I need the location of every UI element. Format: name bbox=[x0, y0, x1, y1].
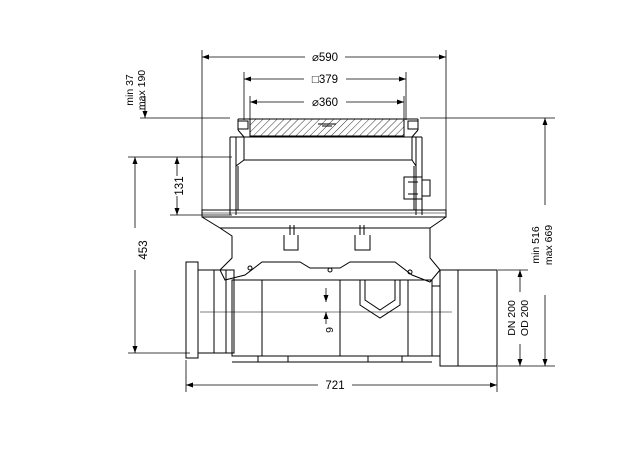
bottom-dimension-lines bbox=[185, 360, 498, 392]
dim-top-range-min: min 37 bbox=[124, 74, 136, 106]
dim-total-min: min 516 bbox=[530, 226, 542, 264]
dim-offset-9: 9 bbox=[324, 327, 336, 333]
dim-length-721: 721 bbox=[325, 380, 344, 392]
dim-pipe-dn: DN 200 bbox=[506, 300, 518, 336]
dim-inner-diameter: ⌀360 bbox=[312, 97, 338, 109]
dim-height-131: 131 bbox=[174, 176, 186, 195]
outlet-pipe-right bbox=[431, 269, 498, 367]
gully-body bbox=[219, 225, 441, 363]
dim-square-size: □379 bbox=[312, 74, 338, 86]
left-dimension-lines bbox=[128, 156, 232, 354]
right-dimension-lines bbox=[420, 117, 555, 367]
top-range-dimension bbox=[140, 96, 230, 119]
dim-total-max: max 669 bbox=[543, 225, 555, 265]
cover-grate bbox=[237, 118, 419, 138]
dim-top-range-max: max 190 bbox=[136, 70, 148, 110]
dim-top-diameter: ⌀590 bbox=[312, 52, 338, 64]
dim-pipe-od: OD 200 bbox=[519, 300, 531, 336]
dim-height-453: 453 bbox=[138, 240, 150, 259]
upper-frame bbox=[201, 136, 447, 229]
top-dimension-lines bbox=[201, 50, 447, 215]
inlet-pipe-left bbox=[185, 261, 235, 359]
